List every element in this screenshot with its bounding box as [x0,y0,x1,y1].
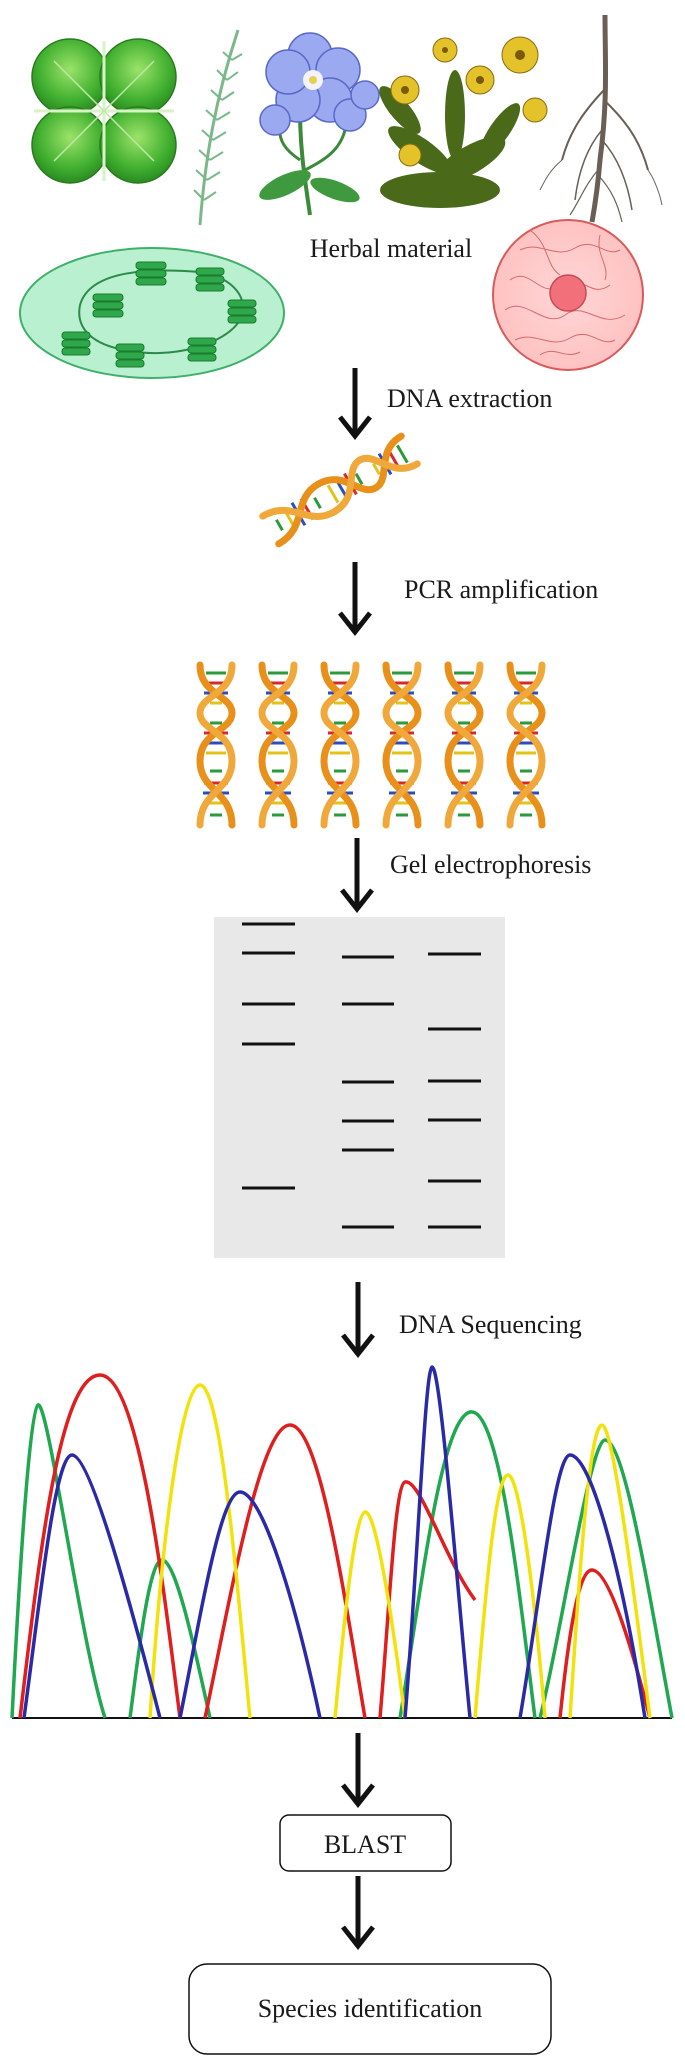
dna-helix-icon [324,665,356,825]
arrow-to-pcr [338,562,372,637]
blast-label: BLAST [324,1830,406,1859]
trace-blue [22,1365,647,1719]
dna-helix-icon [510,665,542,825]
fern-leaf-icon [193,29,243,226]
pcr-product-helices [200,665,542,825]
dna-helix-icon [262,665,294,825]
blast-box: BLAST [279,1814,452,1872]
arrow-to-gel [340,838,374,914]
arrow-to-dna-extraction [338,368,372,441]
dna-helix-icon [386,665,418,825]
dna-helix-icon [448,665,480,825]
dna-sequencing-label: DNA Sequencing [399,1310,582,1339]
four-leaf-clover-icon [31,38,177,184]
pcr-amplification-label: PCR amplification [404,575,598,604]
trace-red [18,1373,652,1719]
arrow-to-species [341,1876,375,1951]
gel-image [214,917,505,1258]
herbal-material-label: Herbal material [310,234,472,263]
species-identification-box: Species identification [188,1963,552,2055]
dna-extraction-label: DNA extraction [387,384,552,413]
dna-helix-icon [263,436,418,544]
species-identification-label: Species identification [258,1994,483,2023]
dna-helix-icon [200,665,232,825]
blue-flower-icon [259,32,380,216]
arrow-to-blast [341,1733,375,1809]
chloroplast-genome-icon [19,247,285,379]
gel-electrophoresis-label: Gel electrophoresis [390,850,591,879]
trace-yellow [148,1383,652,1719]
arrow-to-sequencing [341,1282,375,1359]
yellow-flowering-plant-icon [379,36,548,208]
sequencing-chromatogram [10,1365,674,1719]
root-icon [539,14,663,223]
nucleus-cell-icon [492,219,644,371]
